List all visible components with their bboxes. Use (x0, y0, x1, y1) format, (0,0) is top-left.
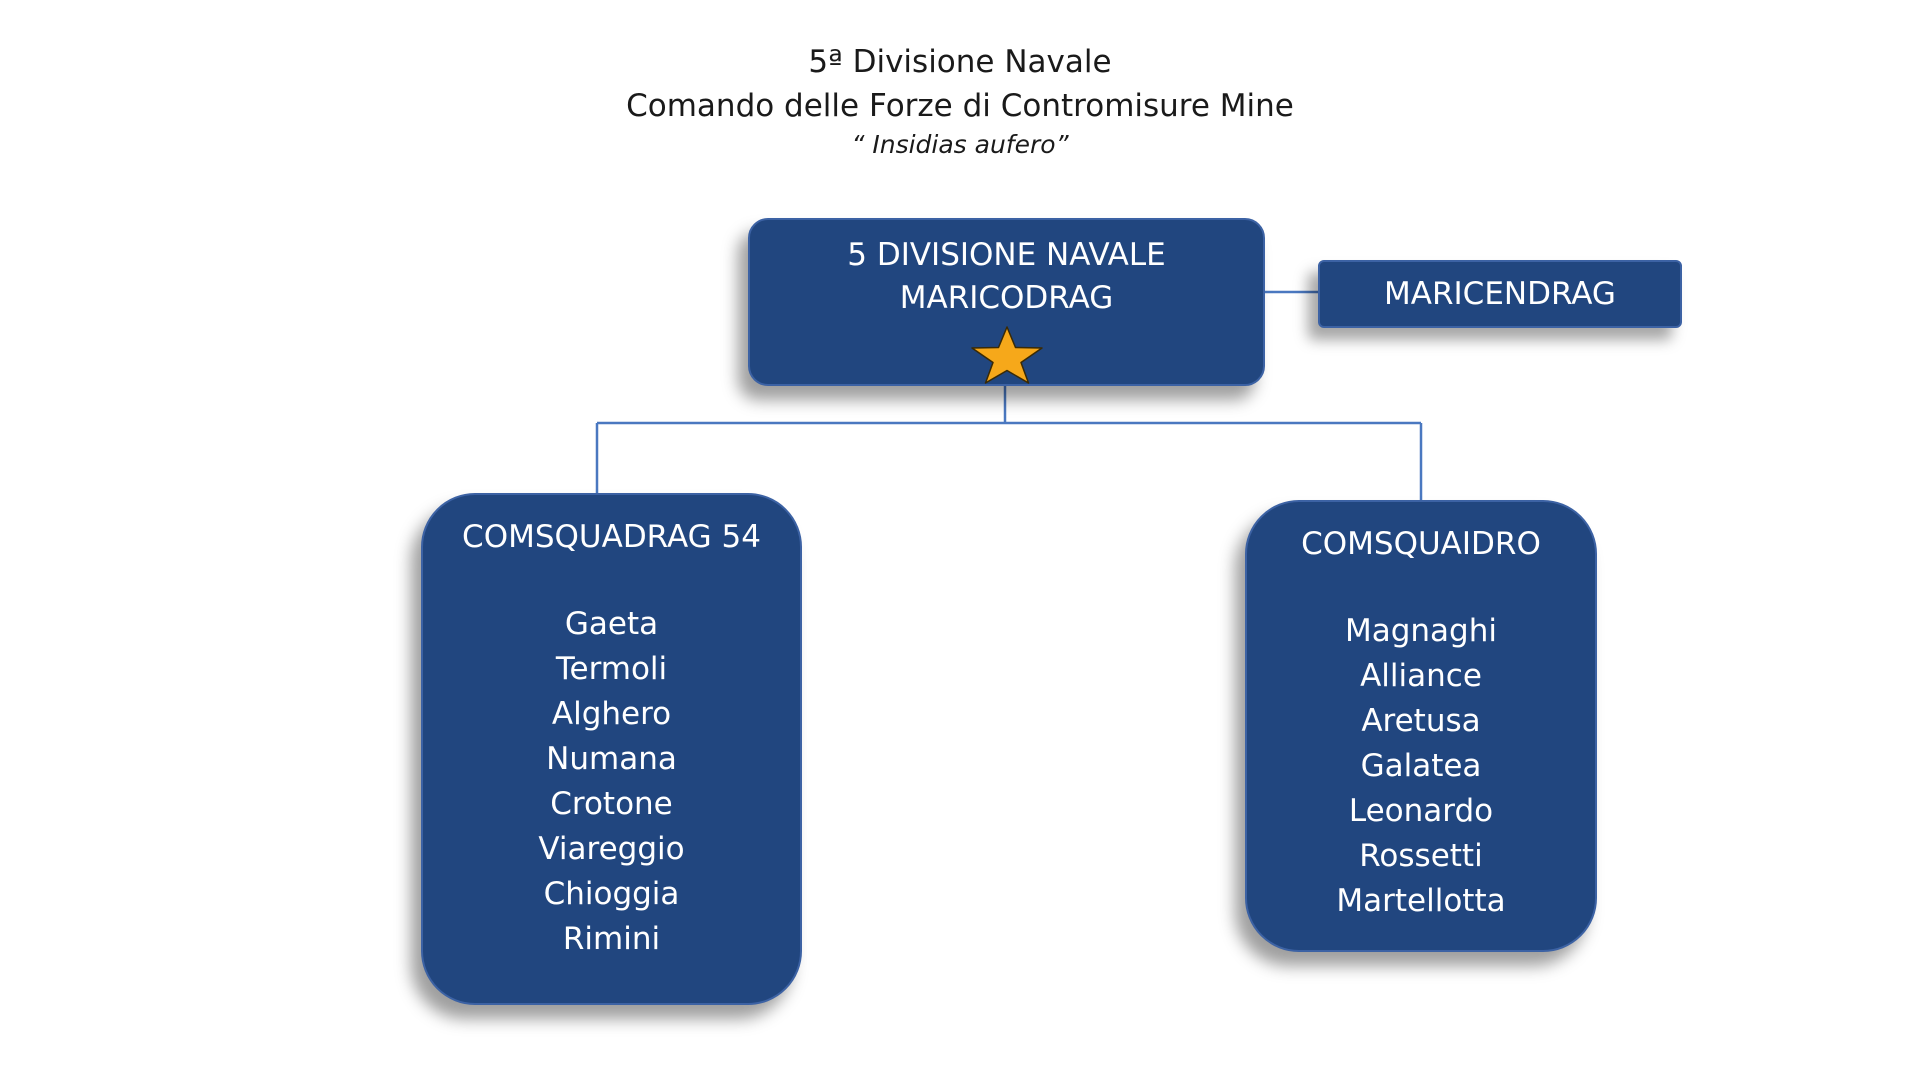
list-item: Alghero (551, 696, 672, 732)
node-left-list: Gaeta Termoli Alghero Numana Crotone Via… (423, 602, 800, 962)
list-item: Leonardo (1348, 793, 1494, 829)
list-item: Rossetti (1359, 838, 1483, 874)
node-left-title: COMSQUADRAG 54 (462, 519, 761, 555)
list-item: Magnaghi (1344, 613, 1497, 649)
list-item: Crotone (550, 786, 673, 822)
diagram-header: 5ª Divisione Navale Comando delle Forze … (0, 40, 1920, 162)
star-icon (970, 326, 1043, 384)
list-item: Aretusa (1361, 703, 1481, 739)
header-subtitle: Comando delle Forze di Contromisure Mine (626, 88, 1294, 124)
node-comsquadrag-54: COMSQUADRAG 54 Gaeta Termoli Alghero Num… (421, 493, 802, 1005)
list-item: Alliance (1360, 658, 1482, 694)
list-item: Viareggio (538, 831, 685, 867)
list-item: Galatea (1360, 748, 1482, 784)
node-top-line2: MARICODRAG (899, 280, 1114, 316)
node-right-list: Magnaghi Alliance Aretusa Galatea Leonar… (1247, 609, 1595, 924)
node-right-title: COMSQUAIDRO (1301, 526, 1541, 562)
node-side-label: MARICENDRAG (1384, 276, 1616, 312)
header-title: 5ª Divisione Navale (808, 44, 1112, 80)
list-item: Martellotta (1336, 883, 1506, 919)
node-top-line1: 5 DIVISIONE NAVALE (847, 237, 1166, 273)
list-item: Numana (546, 741, 677, 777)
node-comsquaidro: COMSQUAIDRO Magnaghi Alliance Aretusa Ga… (1245, 500, 1597, 952)
list-item: Chioggia (543, 876, 680, 912)
list-item: Termoli (555, 651, 668, 687)
list-item: Rimini (562, 921, 661, 957)
node-maricendrag: MARICENDRAG (1318, 260, 1682, 328)
list-item: Gaeta (564, 606, 659, 642)
node-5-divisione-navale: 5 DIVISIONE NAVALE MARICODRAG (748, 218, 1265, 386)
header-motto: “ Insidias aufero” (851, 130, 1069, 159)
